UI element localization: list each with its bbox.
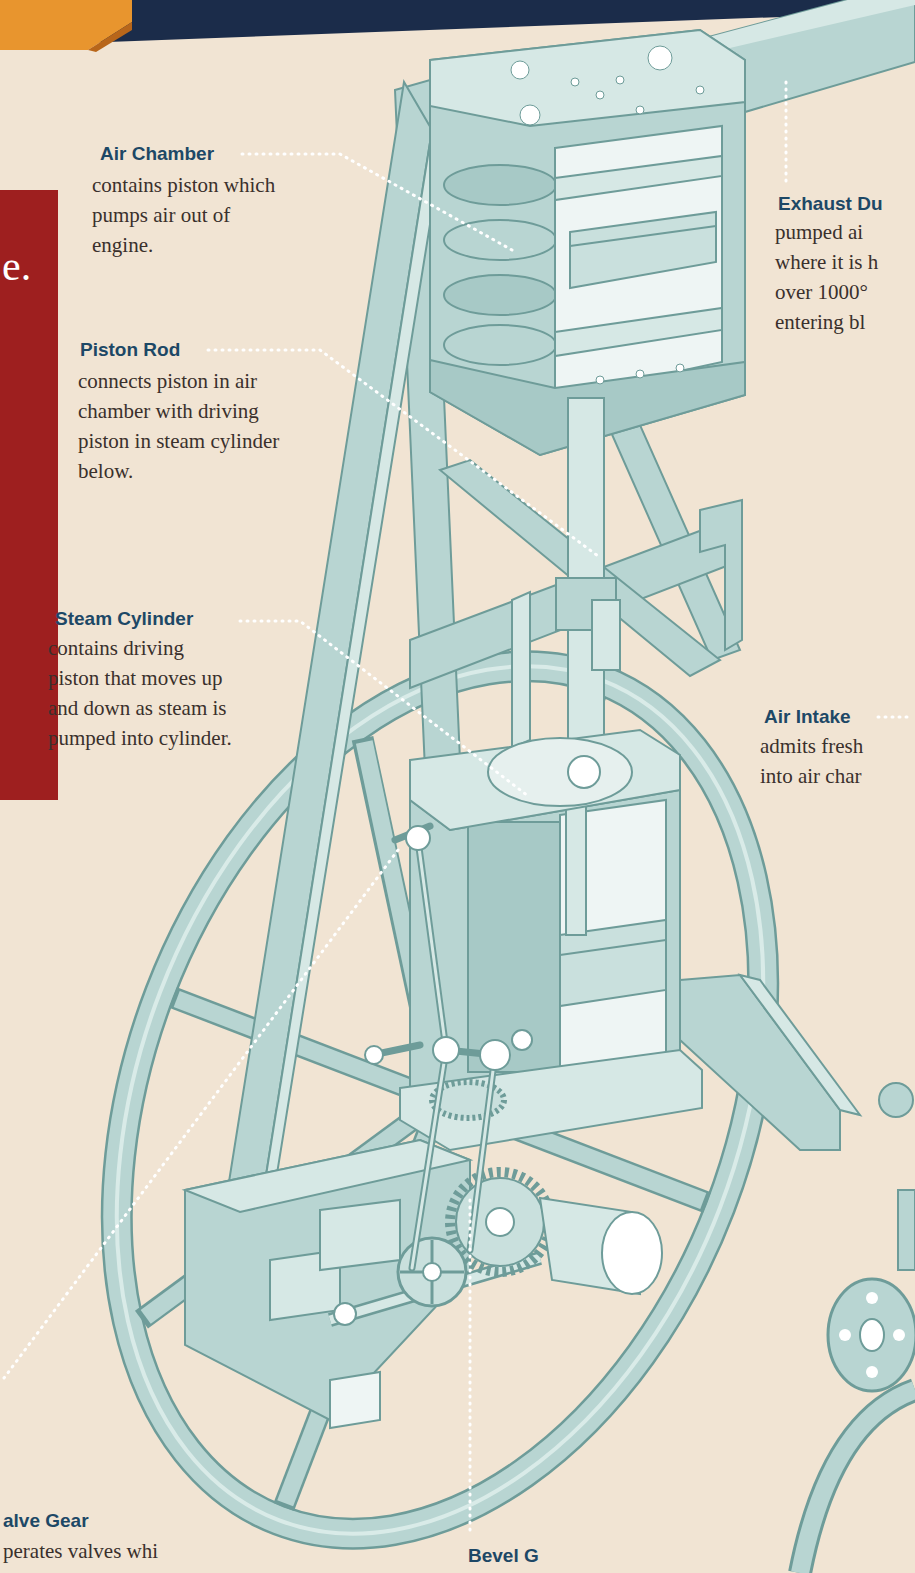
part-heading: Bevel G	[468, 1544, 539, 1568]
part-description: connects piston in air chamber with driv…	[78, 366, 288, 486]
crank-disc	[398, 1238, 466, 1306]
leader-line	[469, 1200, 472, 1536]
post	[898, 1190, 915, 1270]
small-wheel-hole	[893, 1329, 905, 1341]
flywheel-spoke	[177, 999, 440, 1100]
small-wheel	[828, 1279, 915, 1391]
valve-rod	[412, 1050, 446, 1268]
bolt	[636, 106, 644, 114]
flywheel-spoke	[173, 998, 440, 1100]
part-description: perates valves whi	[3, 1536, 158, 1566]
bolt	[596, 91, 604, 99]
small-wheel-hub	[860, 1319, 884, 1351]
valve-joint	[365, 1046, 383, 1064]
small-wheel	[828, 1279, 915, 1391]
second-wheel	[800, 1390, 915, 1573]
bolt	[636, 370, 644, 378]
frame-leg	[228, 82, 432, 1188]
air-chamber-disc	[444, 275, 556, 315]
air-piston-edge	[570, 226, 716, 246]
piston-rod-lower	[566, 800, 586, 935]
air-chamber-disc	[444, 325, 556, 365]
steam-cylinder-lid	[410, 730, 680, 830]
part-heading: Air Chamber	[100, 142, 214, 166]
air-chamber-body	[430, 30, 745, 455]
bolt	[571, 78, 579, 86]
part-heading: alve Gear	[3, 1509, 89, 1533]
valve-rod	[470, 1055, 495, 1250]
bolt	[596, 376, 604, 384]
leader-line	[785, 82, 788, 184]
bolt	[696, 86, 704, 94]
bevel-gear-teeth	[450, 1172, 550, 1272]
crank-disc	[398, 1238, 466, 1306]
valve-joint	[512, 1030, 532, 1050]
orange-corner	[0, 0, 132, 50]
panel-text: e.	[2, 242, 58, 290]
air-chamber-disc	[444, 165, 556, 205]
bevel-gear-hub	[486, 1208, 514, 1236]
cross-brace	[512, 592, 530, 748]
bolt	[676, 364, 684, 372]
steam-piston-edge	[560, 940, 666, 955]
air-chamber	[430, 30, 745, 455]
orange-corner-shade	[88, 22, 132, 52]
bolt	[511, 61, 529, 79]
part-description: contains driving piston that moves up an…	[48, 633, 234, 753]
air-chamber-plate	[555, 156, 722, 200]
air-chamber-lid	[430, 30, 745, 126]
leader-line	[4, 82, 913, 1536]
base-foot	[330, 1372, 380, 1428]
air-piston	[570, 212, 716, 288]
steam-cylinder-barrel	[468, 822, 560, 1072]
bolt	[648, 46, 672, 70]
valve-rod	[418, 840, 446, 1050]
air-chamber-disc	[444, 220, 556, 260]
crosshead-guide	[592, 600, 620, 670]
steam-cylinder-cutaway	[560, 800, 666, 1080]
steam-cylinder	[400, 730, 702, 1150]
part-heading: Piston Rod	[80, 338, 180, 362]
part-description: admits fresh into air char	[760, 731, 892, 791]
air-chamber-plate	[555, 308, 722, 356]
air-chamber-cutaway	[555, 126, 722, 398]
leader-line	[4, 850, 398, 1378]
gear-shaft-end	[602, 1212, 662, 1294]
part-heading: Steam Cylinder	[55, 607, 193, 631]
cross-brace	[700, 500, 742, 650]
leader-line	[878, 716, 913, 719]
valve-rod	[418, 840, 446, 1050]
valve-rod	[412, 1050, 446, 1268]
engine-frame	[228, 80, 742, 1188]
valve-joint	[406, 826, 430, 850]
bolt	[511, 46, 704, 384]
small-wheel-hole	[866, 1292, 878, 1304]
leader-line	[242, 154, 512, 250]
valve-rod	[470, 1055, 495, 1250]
bolt	[520, 105, 540, 125]
part-heading: Exhaust Du	[778, 192, 883, 216]
bearing-block	[320, 1200, 400, 1270]
shaft-collar	[334, 1303, 356, 1325]
part-heading: Air Intake	[764, 705, 851, 729]
small-wheel-hole	[866, 1366, 878, 1378]
bolt	[616, 76, 624, 84]
crank-hub	[423, 1263, 441, 1281]
ball-knob	[879, 1083, 913, 1117]
piston-rod-gland	[568, 756, 600, 788]
part-description: contains piston which pumps air out of e…	[92, 170, 292, 260]
valve-joint	[433, 1037, 459, 1063]
leader-line	[240, 621, 528, 796]
steam-cylinder-cover	[488, 738, 632, 806]
second-wheel	[800, 1390, 915, 1573]
valve-joint	[480, 1040, 510, 1070]
valve-gear	[372, 826, 495, 1268]
side-arm-face	[740, 975, 860, 1115]
part-description: pumped ai where it is h over 1000° enter…	[775, 217, 901, 337]
small-wheel-hole	[839, 1329, 851, 1341]
